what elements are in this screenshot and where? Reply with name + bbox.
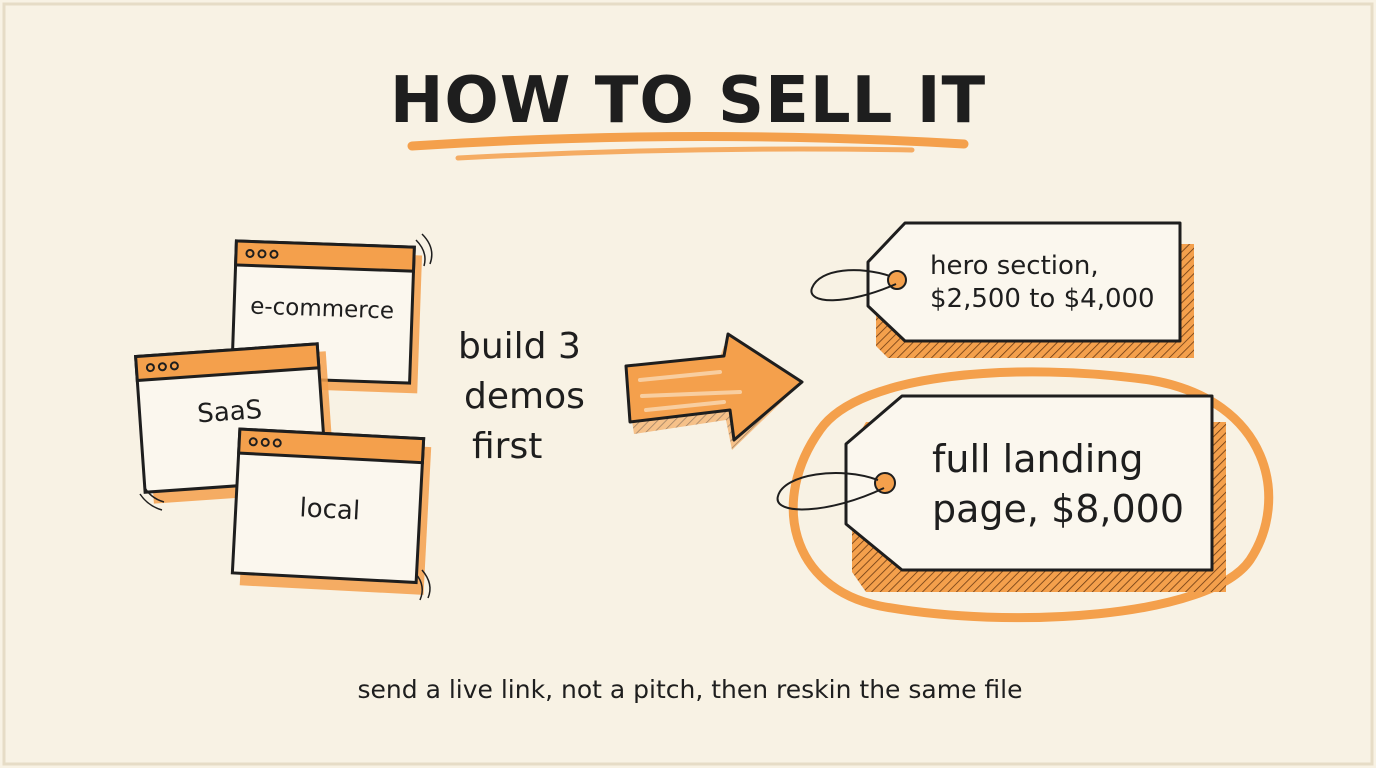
- page-title: HOW TO SELL IT: [390, 64, 986, 138]
- tag-line: $2,500 to $4,000: [930, 284, 1155, 314]
- caption-line: demos: [464, 376, 585, 417]
- price-tag-full-landing: full landing page, $8,000: [776, 367, 1274, 623]
- title-underline-stroke-2: [455, 146, 915, 161]
- demo-window-label: local: [299, 493, 361, 526]
- demo-window-label: e-commerce: [250, 293, 395, 324]
- tag-line: full landing: [932, 437, 1143, 481]
- price-tag-hero: hero section, $2,500 to $4,000: [810, 221, 1194, 358]
- demo-window-local: local: [230, 427, 432, 595]
- right-arrow-icon: [624, 332, 804, 450]
- highlight-circle: [788, 367, 1274, 623]
- motion-lines-top: [415, 233, 433, 267]
- motion-lines-left: [139, 485, 165, 511]
- tag-line: hero section,: [930, 251, 1099, 281]
- caption-line: first: [472, 426, 542, 467]
- footer-note: send a live link, not a pitch, then resk…: [358, 675, 1023, 704]
- caption-line: build 3: [458, 326, 581, 367]
- tag-line: page, $8,000: [932, 487, 1184, 531]
- demo-window-label: SaaS: [196, 395, 263, 429]
- demos-caption: build 3 demos first: [458, 326, 585, 467]
- title-underline: [407, 131, 969, 151]
- motion-lines-bottom: [415, 569, 431, 601]
